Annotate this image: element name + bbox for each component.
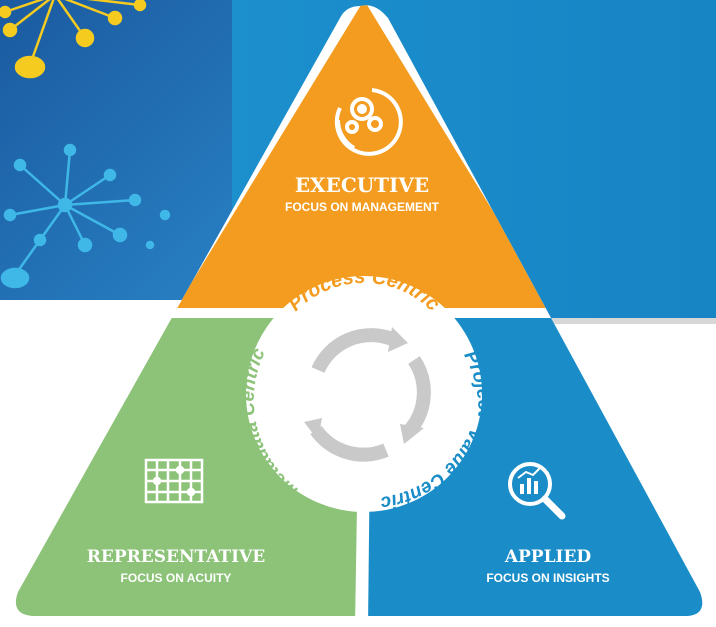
magnifier-chart-icon — [508, 462, 566, 520]
representative-subtitle: FOCUS ON ACUITY — [121, 571, 232, 585]
network-graphic-blue — [0, 143, 171, 289]
executive-subtitle: FOCUS ON MANAGEMENT — [285, 200, 440, 214]
executive-title: EXECUTIVE — [295, 173, 429, 197]
applied-title: APPLIED — [504, 547, 592, 567]
applied-subtitle: FOCUS ON INSIGHTS — [486, 571, 609, 585]
grid-icon — [144, 458, 204, 504]
representative-title: REPRESENTATIVE — [87, 547, 266, 567]
gears-icon — [334, 88, 403, 156]
network-graphic-yellow — [0, 0, 147, 79]
cycle-arrows-icon — [310, 328, 431, 462]
center-circle — [246, 276, 482, 512]
